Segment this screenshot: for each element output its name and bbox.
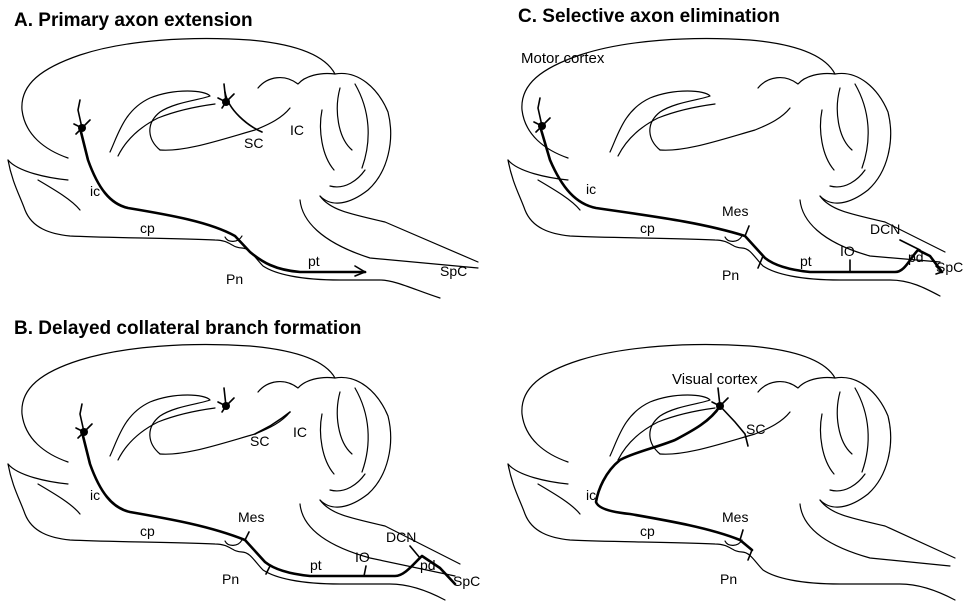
panel-b-brain-diagram: ic cp Pn pt SpC SC IC Mes IO DCN pd <box>0 322 480 602</box>
label-spc: SpC <box>440 263 467 279</box>
label-pd: pd <box>420 557 436 573</box>
label-cp: cp <box>140 523 155 539</box>
brain-outline <box>8 39 478 298</box>
neuron-axon <box>76 388 455 584</box>
label-pt: pt <box>308 253 320 269</box>
label-sc: SC <box>244 135 263 151</box>
label-inferior-colliculus: IC <box>293 424 307 440</box>
label-sc: SC <box>250 433 269 449</box>
brain-outline <box>508 345 955 600</box>
label-cp: cp <box>640 523 655 539</box>
panel-c-motor-brain-diagram: ic cp Pn pt SpC Mes IO DCN pd <box>500 0 963 300</box>
cortical-neuron-soma <box>716 402 724 410</box>
cortical-neuron-soma <box>222 98 230 106</box>
label-spc: SpC <box>453 573 480 589</box>
cortical-neuron-soma <box>78 124 86 132</box>
brain-outline <box>8 345 460 600</box>
label-pn: Pn <box>226 271 243 287</box>
label-pn: Pn <box>222 571 239 587</box>
panel-c-visual-brain-diagram: ic cp Pn SC Mes <box>500 322 963 602</box>
label-cp: cp <box>140 220 155 236</box>
label-dcn: DCN <box>386 529 416 545</box>
label-mes: Mes <box>238 509 264 525</box>
label-spc: SpC <box>936 259 963 275</box>
panel-a-brain-diagram: ic cp Pn pt SpC SC IC <box>0 0 480 300</box>
cortical-neuron-soma <box>80 428 88 436</box>
label-ic: ic <box>586 487 596 503</box>
label-cp: cp <box>640 220 655 236</box>
label-pt: pt <box>800 253 812 269</box>
label-pn: Pn <box>720 571 737 587</box>
label-pn: Pn <box>722 267 739 283</box>
label-pd: pd <box>908 249 924 265</box>
label-dcn: DCN <box>870 221 900 237</box>
neuron-axon <box>596 388 752 560</box>
label-io: IO <box>355 549 370 565</box>
label-ic: ic <box>90 183 100 199</box>
label-mes: Mes <box>722 203 748 219</box>
cortical-neuron-soma <box>222 402 230 410</box>
label-mes: Mes <box>722 509 748 525</box>
label-ic: ic <box>586 181 596 197</box>
label-io: IO <box>840 243 855 259</box>
label-sc: SC <box>746 421 765 437</box>
label-ic: ic <box>90 487 100 503</box>
label-pt: pt <box>310 557 322 573</box>
label-inferior-colliculus: IC <box>290 122 304 138</box>
cortical-neuron-soma <box>538 122 546 130</box>
brain-outline <box>508 39 945 296</box>
